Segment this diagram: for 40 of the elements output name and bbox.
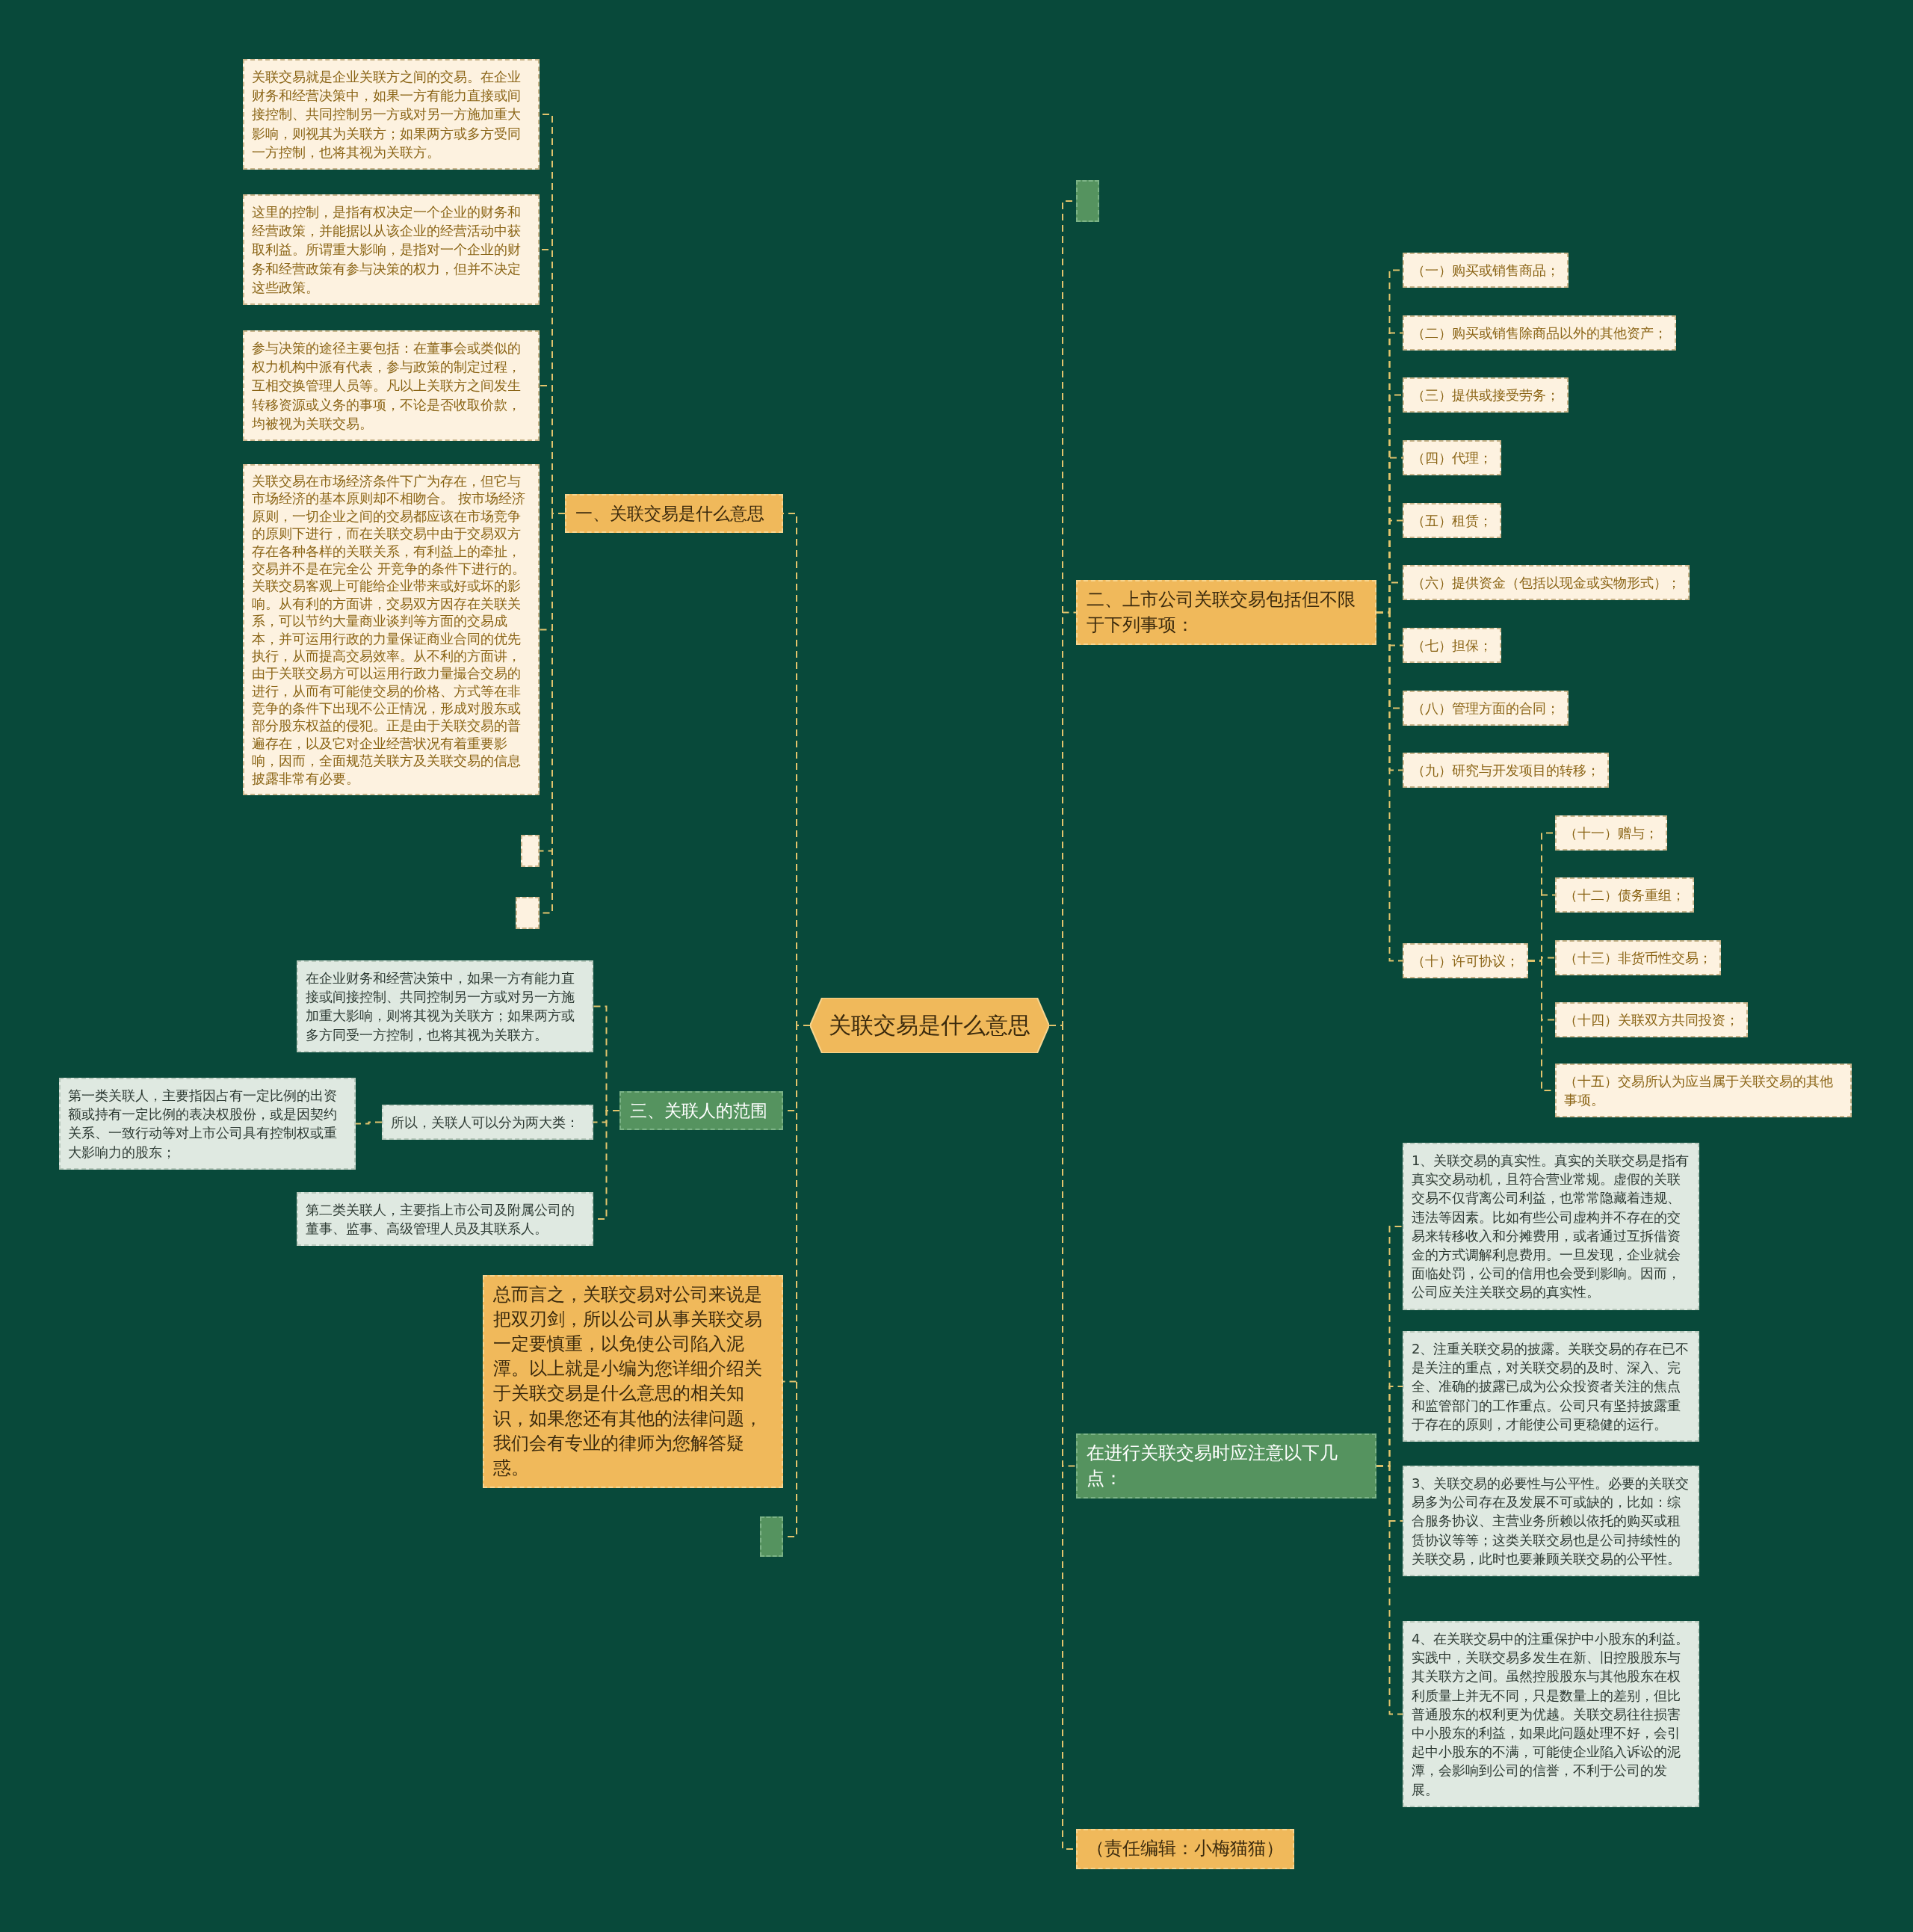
- note-card: 这里的控制，是指有权决定一个企业的财务和经营政策，并能据以从该企业的经营活动中获取利益。所谓重大影响，是指对一个企业的财务和经营政策有参与决策的权力，但并不决定这些政策。: [243, 194, 540, 305]
- editor-note-box: （责任编辑：小梅猫猫）: [1076, 1829, 1294, 1869]
- topic-box: 在进行关联交易时应注意以下几点：: [1076, 1433, 1376, 1499]
- note-card: 2、注重关联交易的披露。关联交易的存在已不是关注的重点，对关联交易的及时、深入、完全、准确的披露已成为公众投资者关注的焦点和监管部门的工作重点。公司只有坚持披露重于存在的原则，才能使公司更稳健的运行。: [1403, 1331, 1699, 1442]
- list-item-box: （七）担保；: [1403, 628, 1501, 664]
- topic-box: 三、关联人的范围: [619, 1091, 783, 1131]
- list-item-box: （九）研究与开发项目的转移；: [1403, 753, 1609, 788]
- empty-box: [516, 897, 540, 929]
- list-item-box: （三）提供或接受劳务；: [1403, 377, 1569, 413]
- empty-box: [1076, 180, 1099, 222]
- list-item-box: （八）管理方面的合同；: [1403, 691, 1569, 726]
- note-card: 3、关联交易的必要性与公平性。必要的关联交易多为公司存在及发展不可或缺的，比如：综合服务协议、主营业务所赖以依托的购买或租赁协议等等；这类关联交易也是公司持续性的关联交易，此时也要兼顾关联交易的公平性。: [1403, 1466, 1699, 1576]
- empty-box: [521, 835, 540, 867]
- list-item-box: （四）代理；: [1403, 440, 1501, 476]
- note-card: 关联交易在市场经济条件下广为存在，但它与市场经济的基本原则却不相吻合。 按市场经济原则，一切企业之间的交易都应该在市场竞争的原则下进行，而在关联交易中由于交易双方存在各种各样的关联关系，有利益上的牵扯，交易并不是在完全公 开竞争的条件下进行的。关联交易客观上可能给企业带来或好或坏的影响。从有利的方面讲，交易双方因存在关联关系，可以节约大量商业谈判等方面的交易成本，并可运用行政的力量保证商业合同的优先执行，从而提高交易效率。从不利的方面讲，由于关联交易方可以运用行政力量撮合交易的进行，从而有可能使交易的价格、方式等在非竞争的条件下出现不公正情况，形成对股东或部分股东权益的侵犯。正是由于关联交易的普遍存在，以及它对企业经营状况有着重要影响，因而，全面规范关联方及关联交易的信息披露非常有必要。: [243, 464, 540, 796]
- note-card: 4、在关联交易中的注重保护中小股东的利益。实践中，关联交易多发生在新、旧控股股东与其关联方之间。虽然控股股东与其他股东在权利质量上并无不同，只是数量上的差别，但比普通股东的权利更为优越。关联交易往往损害中小股东的利益，如果此问题处理不好，会引起中小股东的不满，可能使企业陷入诉讼的泥潭，会影响到公司的信誉，不利于公司的发展。: [1403, 1621, 1699, 1807]
- note-card: 第二类关联人，主要指上市公司及附属公司的董事、监事、高级管理人员及其联系人。: [297, 1192, 593, 1247]
- list-item-box: （十）许可协议；: [1403, 943, 1528, 979]
- note-card: 关联交易就是企业关联方之间的交易。在企业财务和经营决策中，如果一方有能力直接或间接控制、共同控制另一方或对另一方施加重大影响，则视其为关联方；如果两方或多方受同一方控制，也将其视为关联方。: [243, 59, 540, 170]
- note-card: 在企业财务和经营决策中，如果一方有能力直接或间接控制、共同控制另一方或对另一方施加重大影响，则将其视为关联方；如果两方或多方同受一方控制，也将其视为关联方。: [297, 960, 593, 1052]
- list-item-box: （六）提供资金（包括以现金或实物形式）；: [1403, 565, 1690, 601]
- topic-box: 二、上市公司关联交易包括但不限于下列事项：: [1076, 580, 1376, 646]
- list-item-box: （十二）债务重组；: [1555, 877, 1694, 913]
- central-topic-hexagon: 关联交易是什么意思: [810, 998, 1049, 1053]
- connector-line: [1376, 1465, 1403, 1715]
- empty-box: [760, 1516, 783, 1557]
- list-item-box: （五）租赁；: [1403, 503, 1501, 539]
- list-item-box: （二）购买或销售除商品以外的其他资产；: [1403, 315, 1676, 351]
- note-card: 所以，关联人可以分为两大类：: [382, 1105, 593, 1141]
- list-item-box: （十四）关联双方共同投资；: [1555, 1002, 1748, 1038]
- summary-card: 总而言之，关联交易对公司来说是把双刃剑，所以公司从事关联交易一定要慎重，以免使公司陷入泥潭。以上就是小编为您详细介绍关于关联交易是什么意思的相关知识，如果您还有其他的法律问题，我们会有专业的律师为您解答疑惑。: [483, 1275, 783, 1488]
- connector-line: [355, 1121, 383, 1125]
- note-card: 1、关联交易的真实性。真实的关联交易是指有真实交易动机，且符合营业常规。虚假的关联交易不仅背离公司利益，也常常隐藏着违规、违法等因素。比如有些公司虚构并不存在的交易来转移收入和分摊费用，或者通过互拆借资金的方式调解利息费用。一旦发现，企业就会面临处罚，公司的信用也会受到影响。因而，公司应关注关联交易的真实性。: [1403, 1143, 1699, 1310]
- note-card: 参与决策的途径主要包括：在董事会或类似的权力机构中派有代表，参与政策的制定过程，互相交换管理人员等。凡以上关联方之间发生转移资源或义务的事项，不论是否收取价款，均被视为关联交易。: [243, 330, 540, 441]
- list-item-box: （十五）交易所认为应当属于关联交易的其他事项。: [1555, 1064, 1852, 1118]
- list-item-box: （十三）非货币性交易；: [1555, 940, 1721, 976]
- note-card: 第一类关联人，主要指因占有一定比例的出资额或持有一定比例的表决权股份，或是因契约关系、一致行动等对上市公司具有控制权或重大影响力的股东；: [59, 1078, 356, 1170]
- list-item-box: （一）购买或销售商品；: [1403, 253, 1569, 288]
- topic-box: 一、关联交易是什么意思: [565, 494, 783, 534]
- list-item-box: （十一）赠与；: [1555, 815, 1667, 851]
